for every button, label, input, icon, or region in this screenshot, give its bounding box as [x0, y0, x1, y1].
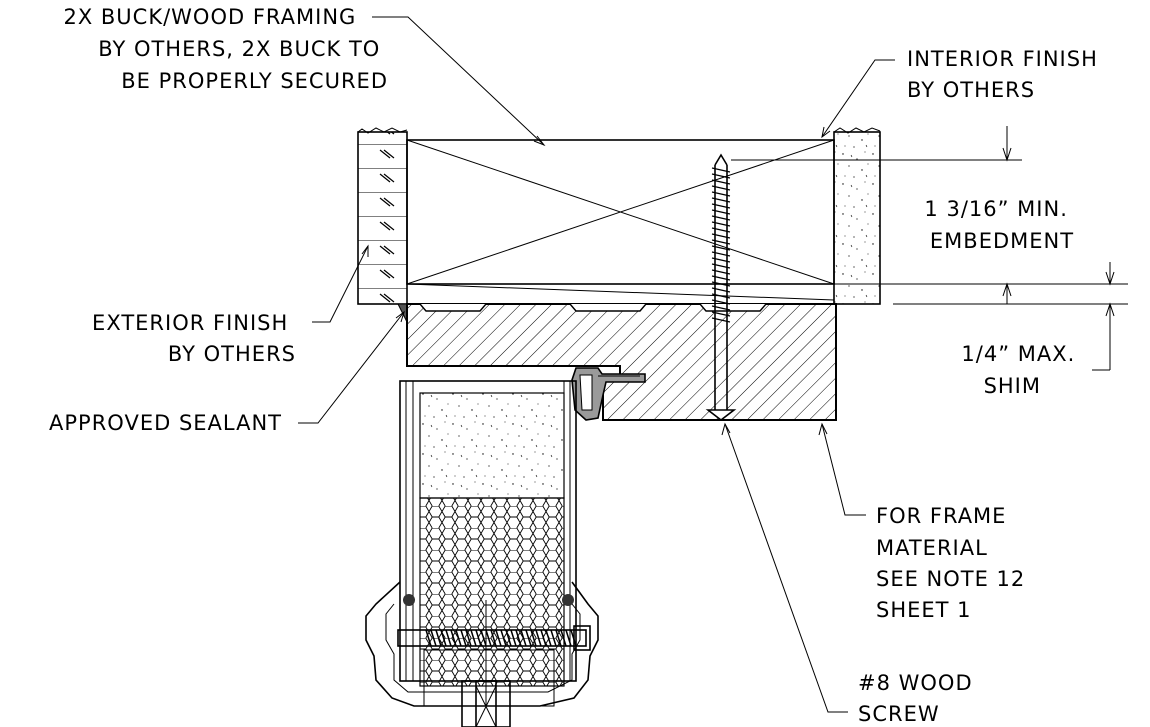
- frame-member: [406, 303, 837, 421]
- embedment-dimension: [731, 126, 1022, 162]
- weatherstrip: [571, 367, 646, 421]
- exterior-finish-label: EXTERIOR FINISH BY OTHERS: [92, 311, 296, 366]
- buck-framing-label: 2X BUCK/WOOD FRAMING BY OTHERS, 2X BUCK …: [63, 5, 388, 93]
- wood-buck: [406, 139, 835, 285]
- sealant-label: APPROVED SEALANT: [49, 411, 282, 435]
- interior-finish-label: INTERIOR FINISH BY OTHERS: [907, 47, 1106, 102]
- door-panel: [399, 380, 577, 687]
- embedment-label: 1 3/16” MIN. EMBEDMENT: [924, 197, 1075, 253]
- exterior-finish: [357, 127, 408, 305]
- leader-lines: [298, 16, 895, 713]
- interior-finish: [833, 127, 881, 305]
- frame-material-label: FOR FRAME MATERIAL SEE NOTE 12 SHEET 1: [876, 504, 1033, 622]
- shim-space: [406, 283, 836, 305]
- wood-screw: [705, 153, 737, 422]
- shim-dimension: [834, 262, 1128, 371]
- screw-label: #8 WOOD SCREW: [858, 671, 980, 726]
- hardware-assembly: [365, 581, 599, 727]
- shim-label: 1/4” MAX. SHIM: [961, 342, 1083, 398]
